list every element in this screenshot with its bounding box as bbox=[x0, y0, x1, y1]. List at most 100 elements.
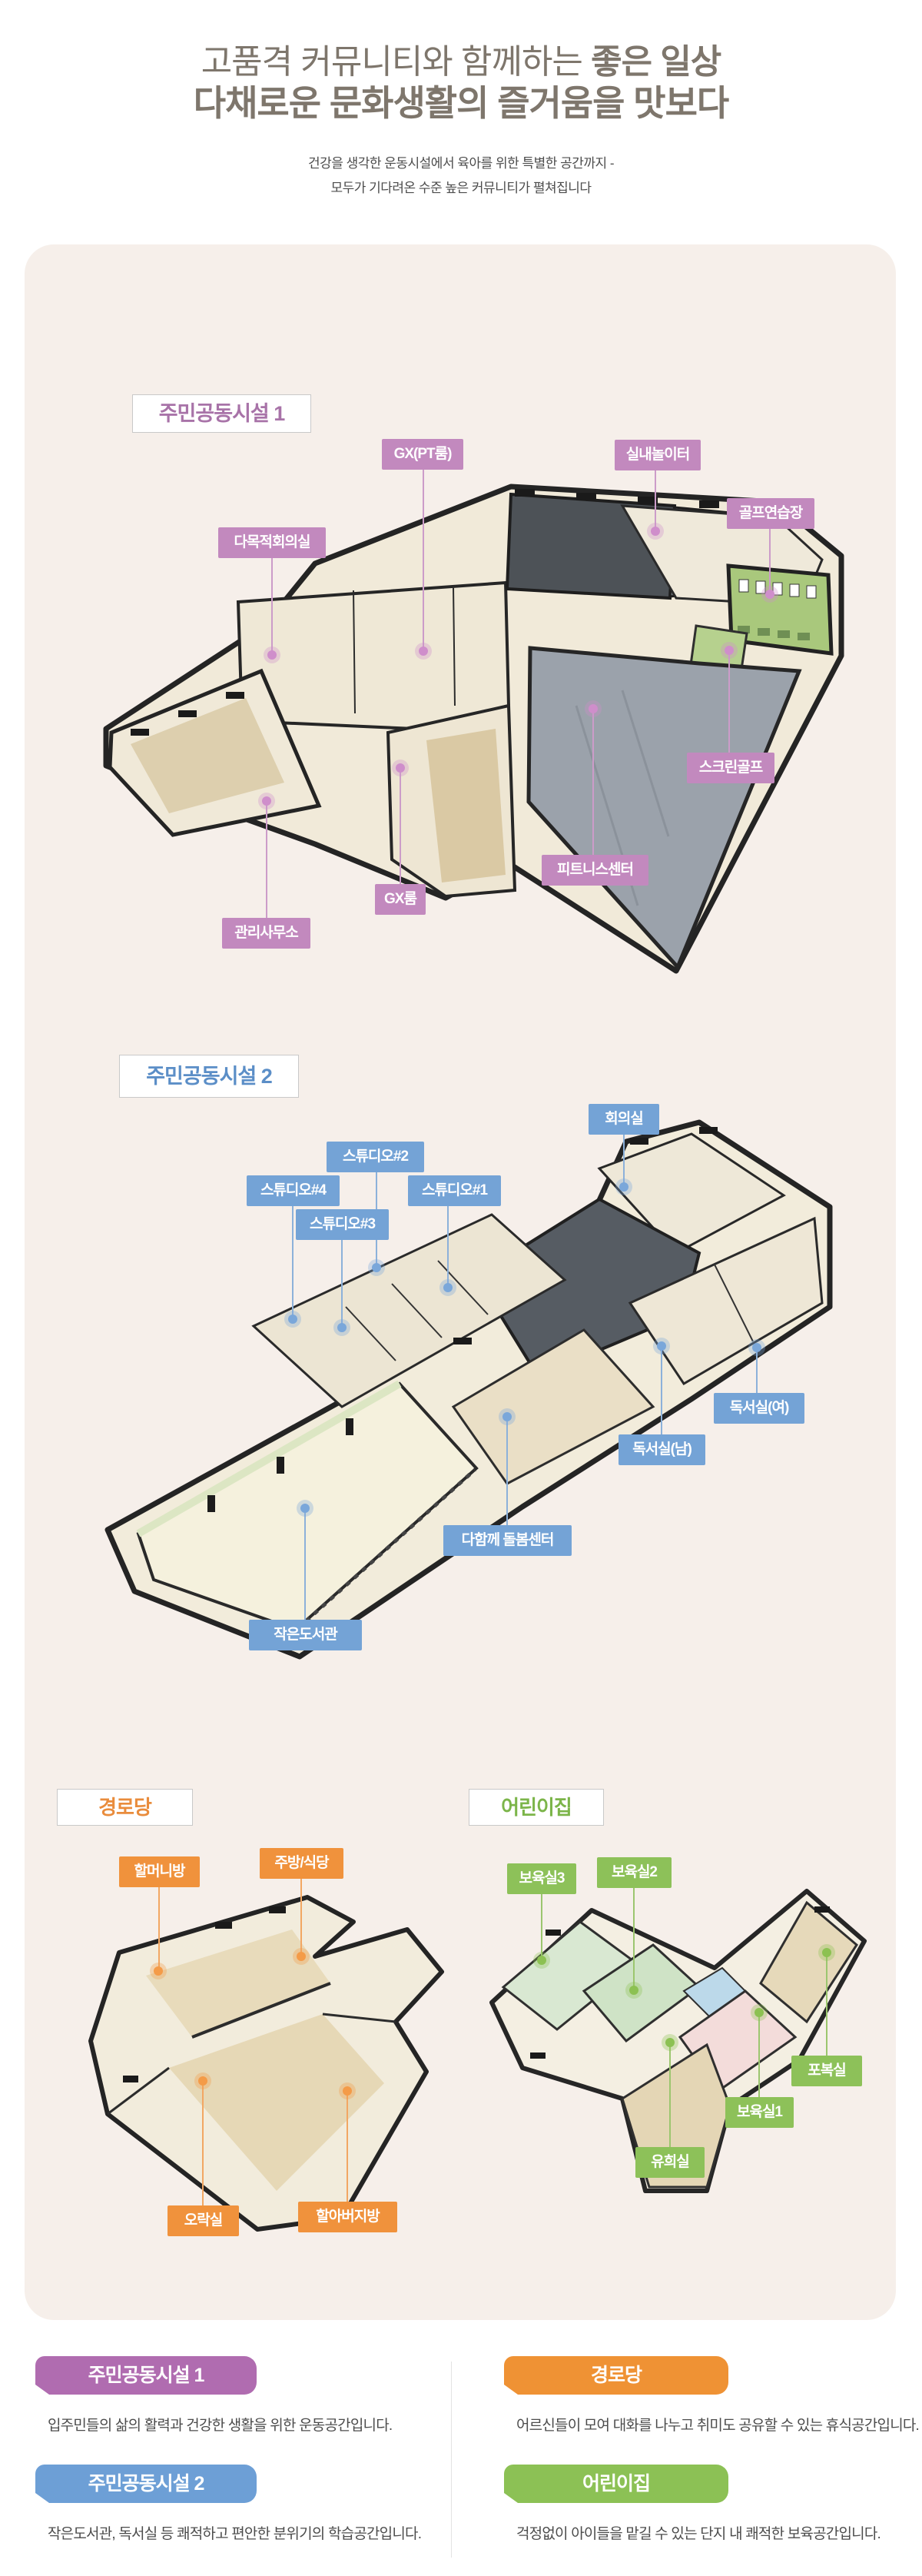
room-label-fitness-center: 피트니스센터 bbox=[542, 855, 648, 886]
connector-kitchen-dining bbox=[300, 1879, 302, 1956]
connector-screen-golf bbox=[728, 650, 730, 753]
room-label-studio2: 스튜디오#2 bbox=[327, 1142, 424, 1172]
connector-nursery1 bbox=[758, 2013, 760, 2097]
room-dot-grandma-room bbox=[154, 1966, 163, 1976]
room-label-gx-room: GX룸 bbox=[375, 884, 426, 915]
room-dot-office bbox=[262, 796, 271, 806]
room-dot-studio2 bbox=[372, 1263, 381, 1272]
page-subtitle-line2: 모두가 기다려온 수준 높은 커뮤니티가 펼쳐집니다 bbox=[330, 181, 592, 195]
floorplan-senior-center-illustration bbox=[88, 1895, 444, 2232]
connector-small-library bbox=[304, 1508, 306, 1620]
legend-divider bbox=[451, 2362, 452, 2558]
connector-studio3 bbox=[341, 1240, 343, 1328]
connector-reading-room-f bbox=[756, 1348, 758, 1393]
section-title-facility1: 주민공동시설 1 bbox=[132, 394, 311, 433]
connector-indoor-playground bbox=[655, 470, 656, 531]
connector-studio1 bbox=[447, 1206, 449, 1288]
connector-grandpa-room bbox=[347, 2091, 348, 2202]
floorplan-facility1-illustration bbox=[103, 484, 844, 974]
connector-studio4 bbox=[292, 1206, 294, 1319]
connector-nursery3 bbox=[541, 1894, 542, 1960]
section-title-senior-center: 경로당 bbox=[57, 1789, 193, 1826]
room-label-small-library: 작은도서관 bbox=[249, 1620, 362, 1650]
room-label-indoor-playground: 실내놀이터 bbox=[615, 440, 701, 470]
room-label-nursery2: 보육실2 bbox=[597, 1857, 672, 1888]
room-label-care-center: 다함께 돌봄센터 bbox=[443, 1525, 572, 1556]
connector-nursery2 bbox=[633, 1888, 635, 1990]
room-label-grandpa-room: 할아버지방 bbox=[298, 2202, 397, 2232]
room-label-gx-pt-room: GX(PT룸) bbox=[382, 439, 463, 470]
room-label-nursery1: 보육실1 bbox=[725, 2097, 794, 2128]
connector-golf-range bbox=[769, 529, 771, 594]
legend-desc-facility1: 입주민들의 삶의 활력과 건강한 생활을 위한 운동공간입니다. bbox=[48, 2418, 393, 2434]
room-dot-indoor-playground bbox=[651, 527, 660, 536]
connector-game-room bbox=[202, 2081, 204, 2205]
room-dot-care-center bbox=[502, 1412, 512, 1421]
legend-badge-facility2: 주민공동시설 2 bbox=[35, 2465, 257, 2503]
room-dot-screen-golf bbox=[725, 646, 734, 655]
connector-gx-room bbox=[400, 768, 401, 884]
room-dot-nursery1 bbox=[755, 2008, 764, 2017]
room-dot-nursery3 bbox=[537, 1956, 546, 1965]
room-label-studio4: 스튜디오#4 bbox=[247, 1175, 340, 1206]
room-label-nursery3: 보육실3 bbox=[507, 1863, 576, 1894]
room-label-kitchen-dining: 주방/식당 bbox=[260, 1848, 343, 1879]
connector-gx-pt-room bbox=[423, 470, 424, 651]
room-dot-game-room bbox=[198, 2076, 207, 2086]
room-label-studio3: 스튜디오#3 bbox=[296, 1209, 389, 1240]
connector-meeting-room bbox=[271, 558, 273, 655]
room-label-studio1: 스튜디오#1 bbox=[408, 1175, 501, 1206]
page-subtitle-line1: 건강을 생각한 운동시설에서 육아를 위한 특별한 공간까지 - bbox=[307, 156, 615, 171]
connector-crawl-room bbox=[826, 1953, 827, 2056]
legend-badge-senior-center: 경로당 bbox=[504, 2356, 728, 2395]
room-dot-conference-room bbox=[619, 1182, 628, 1192]
page-title-line1-regular: 고품격 커뮤니티와 함께하는 bbox=[201, 43, 592, 81]
connector-grandma-room bbox=[158, 1887, 160, 1971]
room-dot-studio3 bbox=[337, 1323, 347, 1332]
connector-care-center bbox=[506, 1417, 508, 1525]
connector-fitness-center bbox=[592, 709, 594, 855]
room-dot-play-room bbox=[665, 2038, 675, 2047]
room-dot-fitness-center bbox=[589, 704, 598, 713]
connector-reading-room-m bbox=[661, 1346, 662, 1434]
page-title-line1-bold: 좋은 일상 bbox=[591, 43, 721, 81]
room-label-play-room: 유희실 bbox=[635, 2147, 705, 2178]
room-label-conference-room: 회의실 bbox=[589, 1104, 659, 1135]
room-dot-gx-room bbox=[396, 763, 405, 773]
room-dot-golf-range bbox=[765, 590, 774, 599]
legend-desc-facility2: 작은도서관, 독서실 등 쾌적하고 편안한 분위기의 학습공간입니다. bbox=[48, 2526, 422, 2542]
section-title-facility2: 주민공동시설 2 bbox=[119, 1055, 299, 1098]
room-dot-studio1 bbox=[443, 1283, 453, 1292]
room-label-screen-golf: 스크린골프 bbox=[687, 753, 774, 783]
floorplan-daycare-illustration bbox=[489, 1889, 867, 2193]
connector-office bbox=[266, 801, 267, 918]
room-label-crawl-room: 포복실 bbox=[791, 2056, 862, 2086]
room-dot-meeting-room bbox=[267, 650, 277, 660]
legend-badge-facility1: 주민공동시설 1 bbox=[35, 2356, 257, 2395]
room-label-reading-room-f: 독서실(여) bbox=[714, 1393, 804, 1424]
room-dot-nursery2 bbox=[629, 1986, 638, 1995]
room-dot-crawl-room bbox=[822, 1948, 831, 1957]
room-label-meeting-room: 다목적회의실 bbox=[218, 527, 326, 558]
room-label-grandma-room: 할머니방 bbox=[119, 1856, 200, 1887]
room-dot-studio4 bbox=[288, 1315, 297, 1324]
room-dot-small-library bbox=[300, 1504, 310, 1513]
legend-desc-senior-center: 어르신들이 모여 대화를 나누고 취미도 공유할 수 있는 휴식공간입니다. bbox=[516, 2418, 920, 2434]
floorplan-facility2-illustration bbox=[104, 1119, 833, 1660]
room-dot-reading-room-f bbox=[752, 1343, 761, 1352]
section-title-daycare: 어린이집 bbox=[469, 1789, 604, 1826]
room-label-reading-room-m: 독서실(남) bbox=[619, 1434, 705, 1465]
room-dot-grandpa-room bbox=[343, 2086, 352, 2096]
page-title-line1: 고품격 커뮤니티와 함께하는 좋은 일상 bbox=[0, 34, 922, 83]
room-label-golf-range: 골프연습장 bbox=[727, 498, 814, 529]
page-title-line2: 다채로운 문화생활의 즐거움을 맛보다 bbox=[193, 83, 729, 123]
room-dot-kitchen-dining bbox=[297, 1952, 306, 1961]
room-label-office: 관리사무소 bbox=[222, 918, 310, 949]
room-dot-gx-pt-room bbox=[419, 646, 428, 656]
legend-desc-daycare: 걱정없이 아이들을 맡길 수 있는 단지 내 쾌적한 보육공간입니다. bbox=[516, 2526, 881, 2542]
connector-conference-room bbox=[623, 1135, 625, 1187]
connector-play-room bbox=[669, 2043, 671, 2147]
room-label-game-room: 오락실 bbox=[167, 2205, 239, 2236]
legend-badge-daycare: 어린이집 bbox=[504, 2465, 728, 2503]
